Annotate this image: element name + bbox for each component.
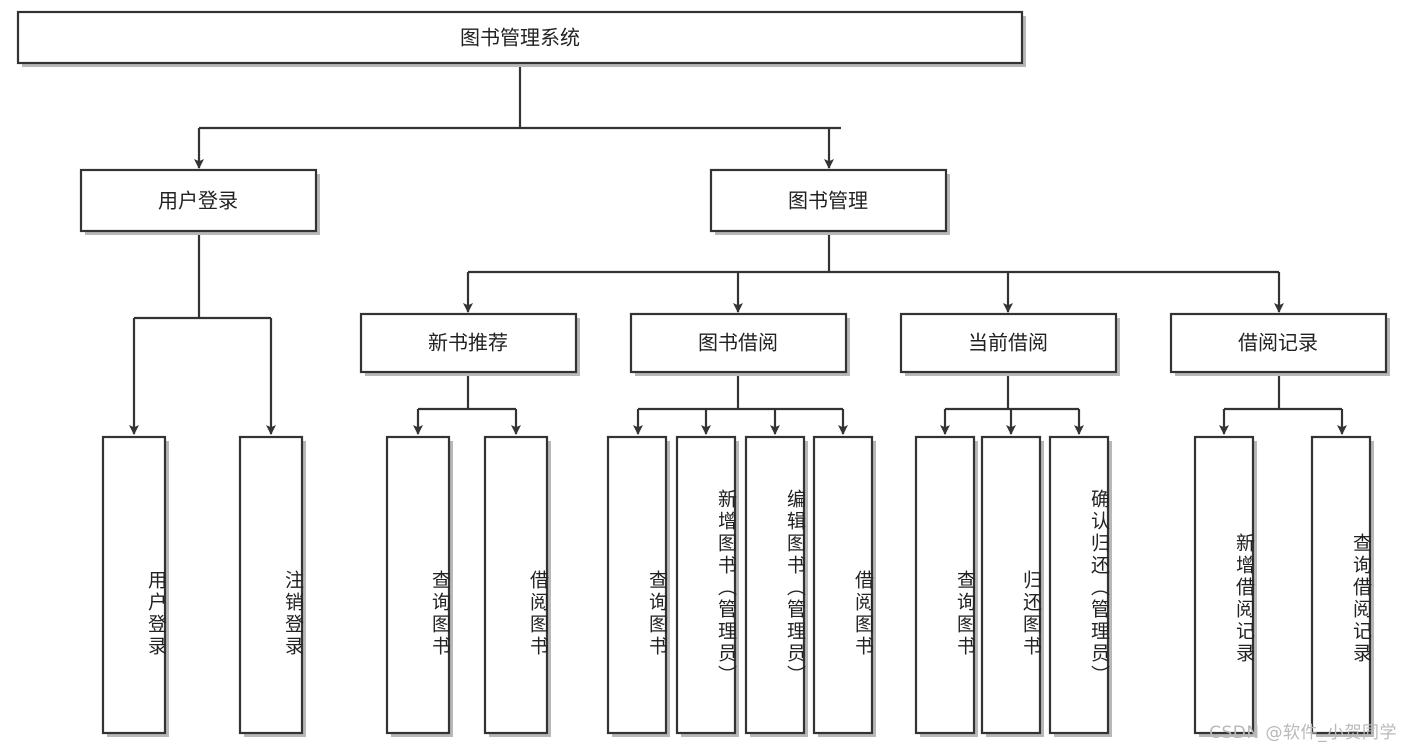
leaf-current-borrow-1[interactable] bbox=[980, 435, 1044, 737]
leaf-current-borrow-2[interactable] bbox=[1048, 435, 1112, 737]
node-new-book-recommend-label: 新书推荐 bbox=[428, 331, 508, 355]
leaf-current-borrow-0[interactable] bbox=[914, 435, 978, 737]
edge-group-book-borrow bbox=[633, 374, 848, 435]
edge-group-current-borrow bbox=[940, 374, 1084, 435]
leaf-user-login-1[interactable] bbox=[238, 435, 306, 737]
leaf-book-borrow-3[interactable] bbox=[812, 435, 876, 737]
leaf-book-borrow-0[interactable] bbox=[606, 435, 670, 737]
edge-group-new-book bbox=[413, 374, 521, 435]
leaf-new-book-0[interactable] bbox=[385, 435, 453, 737]
node-user-login-label: 用户登录 bbox=[158, 189, 238, 213]
node-current-borrow[interactable]: 当前借阅 bbox=[899, 312, 1120, 376]
node-root[interactable]: 图书管理系统 bbox=[16, 10, 1026, 67]
node-book-management-label: 图书管理 bbox=[788, 189, 868, 213]
leaf-borrow-record-0[interactable] bbox=[1193, 435, 1257, 737]
node-new-book-recommend[interactable]: 新书推荐 bbox=[359, 312, 580, 376]
csdn-watermark: CSDN @软件_小贺同学 bbox=[1209, 723, 1397, 743]
node-user-login[interactable]: 用户登录 bbox=[79, 168, 320, 235]
node-root-label: 图书管理系统 bbox=[460, 26, 580, 50]
node-book-management[interactable]: 图书管理 bbox=[709, 168, 950, 235]
edge-group-root bbox=[194, 65, 841, 169]
leaf-new-book-1[interactable] bbox=[483, 435, 551, 737]
node-book-borrow-label: 图书借阅 bbox=[698, 331, 778, 355]
edge-group-borrow-record bbox=[1219, 374, 1347, 435]
leaf-user-login-0[interactable] bbox=[101, 435, 169, 737]
node-book-borrow[interactable]: 图书借阅 bbox=[629, 312, 850, 376]
leaf-book-borrow-2[interactable] bbox=[744, 435, 808, 737]
edge-group-user-login bbox=[129, 232, 276, 435]
node-current-borrow-label: 当前借阅 bbox=[968, 331, 1048, 355]
leaf-borrow-record-1[interactable] bbox=[1310, 435, 1374, 737]
edge-group-book-mgmt bbox=[463, 232, 1284, 313]
leaf-book-borrow-1[interactable] bbox=[675, 435, 739, 737]
node-borrow-record[interactable]: 借阅记录 bbox=[1169, 312, 1390, 376]
node-borrow-record-label: 借阅记录 bbox=[1238, 331, 1318, 355]
